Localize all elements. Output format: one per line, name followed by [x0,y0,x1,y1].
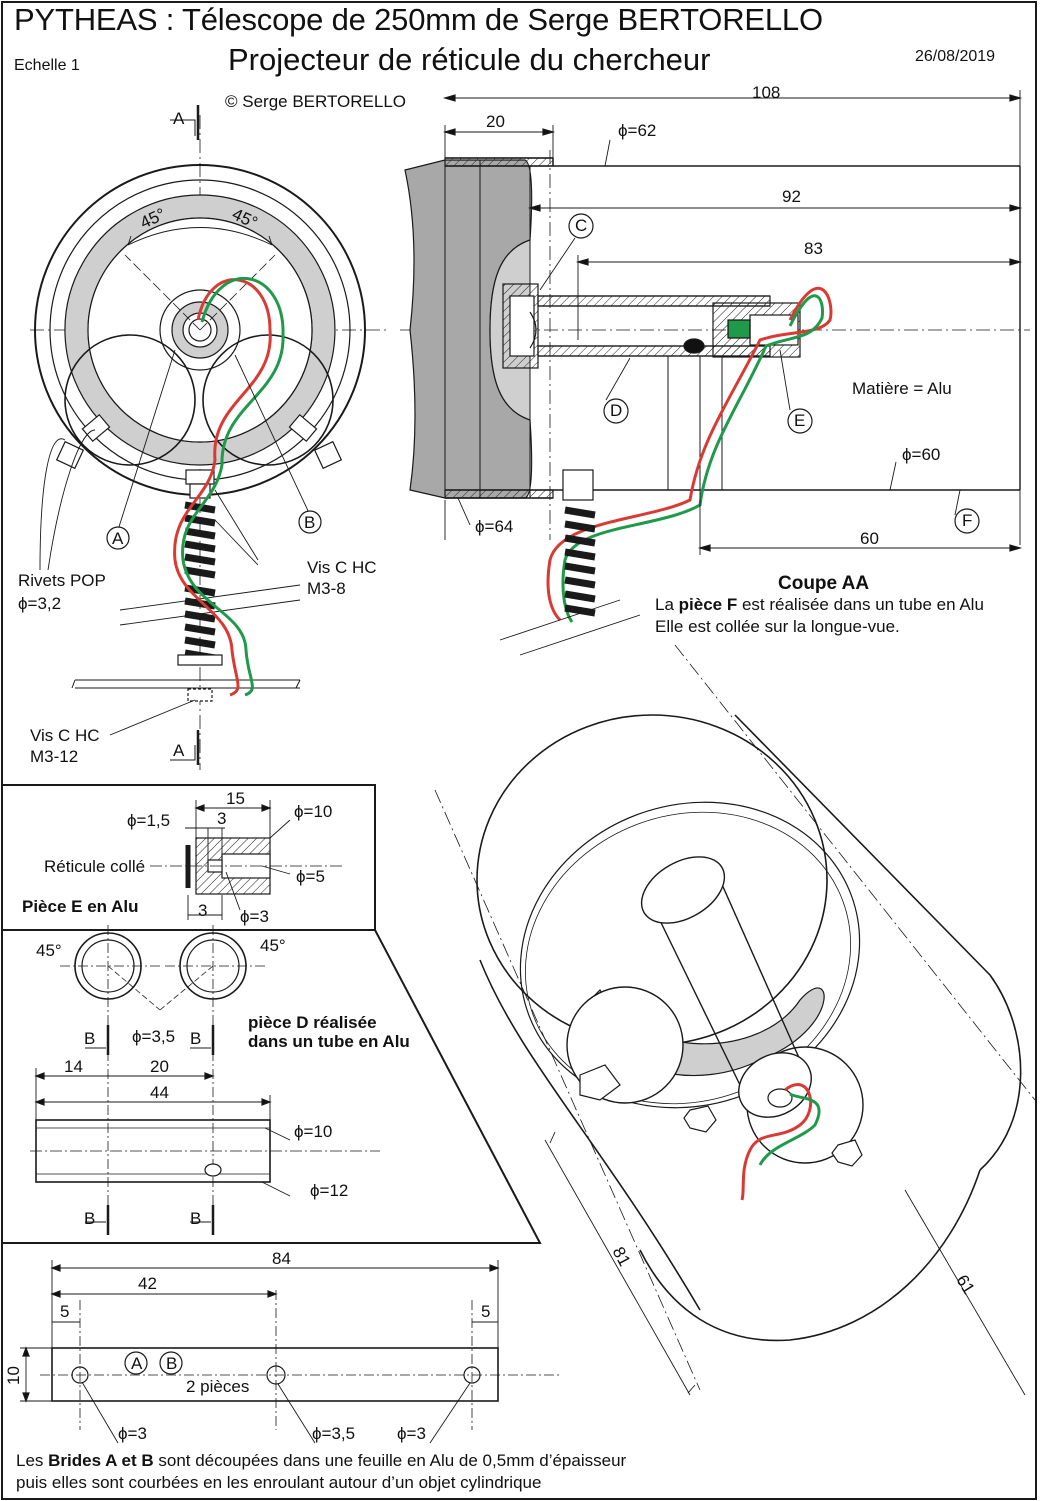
front-view [30,105,390,770]
bracket-b-label: B [304,513,316,532]
piece-d-angle-right: 45° [260,936,286,955]
section-note-2: Elle est collée sur la longue-vue. [655,617,900,636]
piece-d-dim-44: 44 [150,1083,169,1102]
piece-d-dim-phi12: ϕ=12 [310,1181,349,1200]
piece-e-dim-phi10: ϕ=10 [294,802,333,821]
brides-count: 2 pièces [186,1377,250,1396]
brides-dim-5-right: 5 [481,1302,491,1321]
date-label: 26/08/2019 [915,48,996,65]
brides-hole-mid: ϕ=3,5 [312,1424,356,1443]
panel-borders [2,784,542,1244]
section-mark-top: A [173,109,185,128]
piece-d-title-2: dans un tube en Alu [248,1032,410,1051]
dim-92: 92 [782,187,801,206]
rivets-diameter: ϕ=3,2 [18,594,62,613]
brides-dim-10: 10 [4,1366,23,1385]
piece-e-dim-phi3: ϕ=3 [240,907,269,926]
section-view [400,90,1030,656]
part-f-label: F [962,511,973,530]
piece-d-dim-20: 20 [150,1057,169,1076]
piece-e-dim-phi5: ϕ=5 [296,867,325,886]
brides-dim-5-left: 5 [60,1302,70,1321]
section-mark-b4: B [190,1209,202,1228]
copyright-label: © Serge BERTORELLO [225,92,407,111]
brides-label-b: B [166,1354,178,1373]
screw-m3-8-label: Vis C HC [307,558,377,577]
drawing-subtitle: Projecteur de réticule du chercheur [228,42,711,77]
isometric-view [434,644,1036,1396]
piece-e-dim-phi15: ϕ=1,5 [127,811,171,830]
section-mark-b3: B [84,1209,96,1228]
screw-m3-12-label: Vis C HC [30,726,100,745]
section-title: Coupe AA [778,573,870,594]
dim-60: 60 [860,529,879,548]
piece-e-dim-15: 15 [226,789,245,808]
reticle-label: Réticule collé [44,857,146,876]
brides-note-2: puis elles sont courbées en les enroulan… [16,1473,542,1492]
material-label: Matière = Alu [852,379,952,398]
piece-e-dim-3-top: 3 [217,809,227,828]
piece-d-title-1: pièce D réalisée [248,1013,377,1032]
section-mark-bottom: A [173,741,185,760]
part-d-label: D [610,401,623,420]
piece-d-dim-14: 14 [64,1057,83,1076]
piece-e-title: Pièce E en Alu [22,897,139,916]
piece-d-detail [30,925,380,1235]
brides-detail [20,1260,560,1444]
piece-e-dim-3-bottom: 3 [198,901,208,920]
brides-note-1: Les Brides A et B sont découpées dans un… [16,1451,627,1470]
brides-dim-42: 42 [138,1274,157,1293]
screw-m3-12-size: M3-12 [30,747,79,766]
bracket-a-label: A [112,529,124,548]
dim-108: 108 [752,83,781,102]
brides-hole-right: ϕ=3 [397,1424,426,1443]
section-mark-b1: B [84,1029,96,1048]
part-e-label: E [794,411,806,430]
dim-phi62: ϕ=62 [618,121,657,140]
brides-dim-84: 84 [272,1249,291,1268]
section-note-1: La pièce F est réalisée dans un tube en … [655,595,984,614]
piece-d-dim-phi35: ϕ=3,5 [132,1027,176,1046]
brides-hole-left: ϕ=3 [118,1424,147,1443]
piece-d-dim-phi10: ϕ=10 [294,1122,333,1141]
rivets-label: Rivets POP [18,571,106,590]
part-c-label: C [575,216,588,235]
piece-d-angle-left: 45° [36,941,62,960]
scale-label: Echelle 1 [14,57,80,74]
section-mark-b2: B [190,1029,202,1048]
dim-83: 83 [804,239,823,258]
drawing-title: PYTHEAS : Télescope de 250mm de Serge BE… [14,2,823,37]
piece-e-detail [150,800,345,920]
dim-phi60: ϕ=60 [902,445,941,464]
screw-m3-8-size: M3-8 [307,579,346,598]
dim-phi64: ϕ=64 [475,517,514,536]
brides-label-a: A [131,1354,143,1373]
dim-20: 20 [486,112,505,131]
